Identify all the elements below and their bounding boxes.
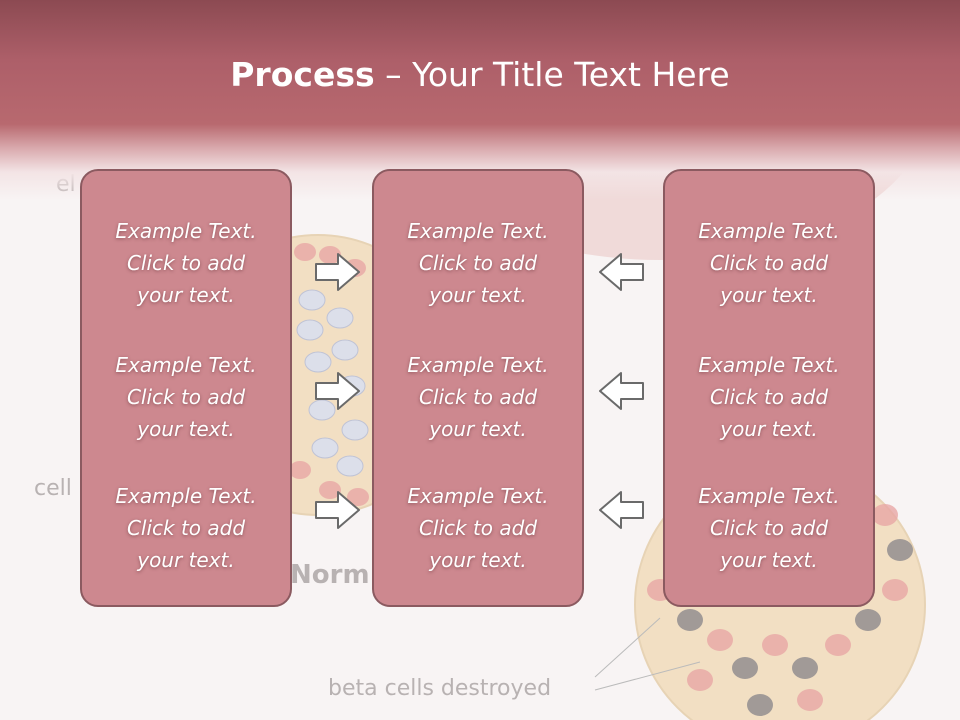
panel-1-text-2[interactable]: Example Text. Click to add your text. [82,349,290,445]
bg-label-center: Norm [290,560,370,590]
text-line: Example Text. [407,484,549,508]
pointer-line-1 [594,617,661,678]
panel-3-text-1[interactable]: Example Text. Click to add your text. [665,215,873,311]
text-line: Example Text. [698,484,840,508]
text-line: Example Text. [115,353,257,377]
page-title[interactable]: Process – Your Title Text Here [0,52,960,98]
text-line: your text. [720,283,818,307]
arrow-right-icon [315,372,360,410]
text-line: Click to add [709,516,829,540]
text-line: Click to add [709,251,829,275]
text-panel-3[interactable]: Example Text. Click to add your text. Ex… [663,169,875,607]
text-line: Example Text. [698,353,840,377]
text-line: your text. [429,283,527,307]
panel-3-text-3[interactable]: Example Text. Click to add your text. [665,480,873,576]
text-line: Example Text. [698,219,840,243]
bg-label-bottom: beta cells destroyed [328,676,552,701]
islet-right-cells [647,504,913,716]
arrow-left-icon [599,372,644,410]
text-line: your text. [720,417,818,441]
panel-1-text-3[interactable]: Example Text. Click to add your text. [82,480,290,576]
panel-3-text-2[interactable]: Example Text. Click to add your text. [665,349,873,445]
text-line: Click to add [418,251,538,275]
title-separator: – [374,55,413,94]
panel-2-text-1[interactable]: Example Text. Click to add your text. [374,215,582,311]
text-line: your text. [137,548,235,572]
arrow-left-icon [599,491,644,529]
header-band [0,0,960,200]
text-line: Example Text. [115,219,257,243]
arrow-right-icon [315,253,360,291]
text-line: your text. [429,548,527,572]
text-line: Click to add [709,385,829,409]
text-line: Click to add [418,385,538,409]
panel-1-text-1[interactable]: Example Text. Click to add your text. [82,215,290,311]
text-line: Example Text. [115,484,257,508]
text-line: your text. [137,283,235,307]
title-bold: Process [230,55,375,94]
text-line: your text. [429,417,527,441]
text-line: Click to add [126,385,246,409]
panel-2-text-3[interactable]: Example Text. Click to add your text. [374,480,582,576]
text-line: Click to add [126,516,246,540]
text-line: Example Text. [407,353,549,377]
pointer-line-2 [594,661,701,691]
arrow-right-icon [315,491,360,529]
text-panel-2[interactable]: Example Text. Click to add your text. Ex… [372,169,584,607]
arrow-left-icon [599,253,644,291]
text-line: your text. [137,417,235,441]
text-line: Click to add [126,251,246,275]
panel-2-text-2[interactable]: Example Text. Click to add your text. [374,349,582,445]
text-panel-1[interactable]: Example Text. Click to add your text. Ex… [80,169,292,607]
text-line: Example Text. [407,219,549,243]
text-line: Click to add [418,516,538,540]
text-line: your text. [720,548,818,572]
islet-left-cells [296,289,369,477]
bg-label-mid-left: cell [34,476,72,501]
title-rest: Your Title Text Here [412,55,730,94]
